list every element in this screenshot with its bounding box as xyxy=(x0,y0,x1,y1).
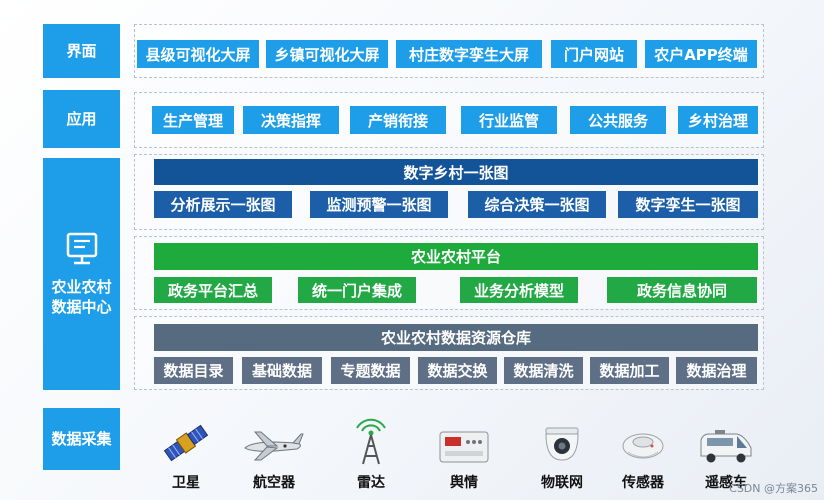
app-item-supply[interactable]: 产销衔接 xyxy=(350,106,446,134)
app-item-decision[interactable]: 决策指挥 xyxy=(243,106,339,134)
digital-village-title: 数字乡村一张图 xyxy=(154,159,758,185)
source-label: 舆情 xyxy=(450,475,478,491)
source-label: 雷达 xyxy=(357,475,385,491)
interface-item-farmer-app[interactable]: 农户APP终端 xyxy=(645,40,757,68)
platform-item-portal[interactable]: 统一门户集成 xyxy=(298,277,416,303)
interface-item-village-twin-screen[interactable]: 村庄数字孪生大屏 xyxy=(396,40,542,68)
data-center-label: 农业农村 数据中心 xyxy=(51,278,112,316)
monitor-icon xyxy=(66,232,97,265)
source-label: 遥感车 xyxy=(705,475,747,491)
warehouse-item-cleaning[interactable]: 数据清洗 xyxy=(504,357,583,384)
source-aircraft[interactable]: 航空器 xyxy=(239,402,309,492)
platform-item-model[interactable]: 业务分析模型 xyxy=(460,277,578,303)
satellite-icon xyxy=(163,424,209,462)
watermark: CSDN @方案365 xyxy=(729,482,818,495)
radar-icon xyxy=(356,418,386,465)
smoke-sensor-icon xyxy=(622,433,664,459)
interface-item-county-screen[interactable]: 县级可视化大屏 xyxy=(137,40,259,68)
map-item-decision[interactable]: 综合决策一张图 xyxy=(468,191,606,218)
app-item-village-governance[interactable]: 乡村治理 xyxy=(678,106,758,134)
layer-label-application: 应用 xyxy=(43,90,120,148)
map-item-analysis[interactable]: 分析展示一张图 xyxy=(154,191,292,218)
layer-label-data-center: 农业农村 数据中心 xyxy=(43,158,120,390)
app-item-production[interactable]: 生产管理 xyxy=(152,106,234,134)
map-item-twin[interactable]: 数字孪生一张图 xyxy=(618,191,758,218)
source-satellite[interactable]: 卫星 xyxy=(151,402,221,492)
aircraft-icon xyxy=(244,431,304,461)
agri-platform-title: 农业农村平台 xyxy=(154,243,758,270)
platform-item-summary[interactable]: 政务平台汇总 xyxy=(154,277,272,303)
map-item-monitoring[interactable]: 监测预警一张图 xyxy=(310,191,448,218)
source-label: 航空器 xyxy=(253,475,295,491)
camera-icon xyxy=(545,427,579,461)
warehouse-item-basic[interactable]: 基础数据 xyxy=(242,357,322,384)
platform-item-collab[interactable]: 政务信息协同 xyxy=(607,277,757,303)
app-item-supervision[interactable]: 行业监管 xyxy=(461,106,557,134)
source-iot[interactable]: 物联网 xyxy=(527,402,597,492)
source-label: 传感器 xyxy=(622,475,664,491)
warehouse-item-exchange[interactable]: 数据交换 xyxy=(418,357,497,384)
van-icon xyxy=(700,430,752,463)
layer-label-collection: 数据采集 xyxy=(43,408,120,470)
source-remote-vehicle[interactable]: 遥感车 xyxy=(691,402,761,492)
source-label: 物联网 xyxy=(541,475,583,491)
interface-item-town-screen[interactable]: 乡镇可视化大屏 xyxy=(266,40,388,68)
source-sensor[interactable]: 传感器 xyxy=(608,402,678,492)
interface-item-portal[interactable]: 门户网站 xyxy=(551,40,637,68)
device-panel-icon xyxy=(439,431,489,463)
layer-label-interface: 界面 xyxy=(43,24,120,78)
warehouse-title: 农业农村数据资源仓库 xyxy=(154,324,758,351)
warehouse-item-processing[interactable]: 数据加工 xyxy=(590,357,669,384)
source-label: 卫星 xyxy=(172,475,200,491)
source-public-opinion[interactable]: 舆情 xyxy=(429,402,499,492)
warehouse-item-catalog[interactable]: 数据目录 xyxy=(154,357,233,384)
warehouse-item-topic[interactable]: 专题数据 xyxy=(331,357,410,384)
app-item-public-service[interactable]: 公共服务 xyxy=(570,106,666,134)
source-radar[interactable]: 雷达 xyxy=(336,402,406,492)
warehouse-item-governance[interactable]: 数据治理 xyxy=(676,357,757,384)
